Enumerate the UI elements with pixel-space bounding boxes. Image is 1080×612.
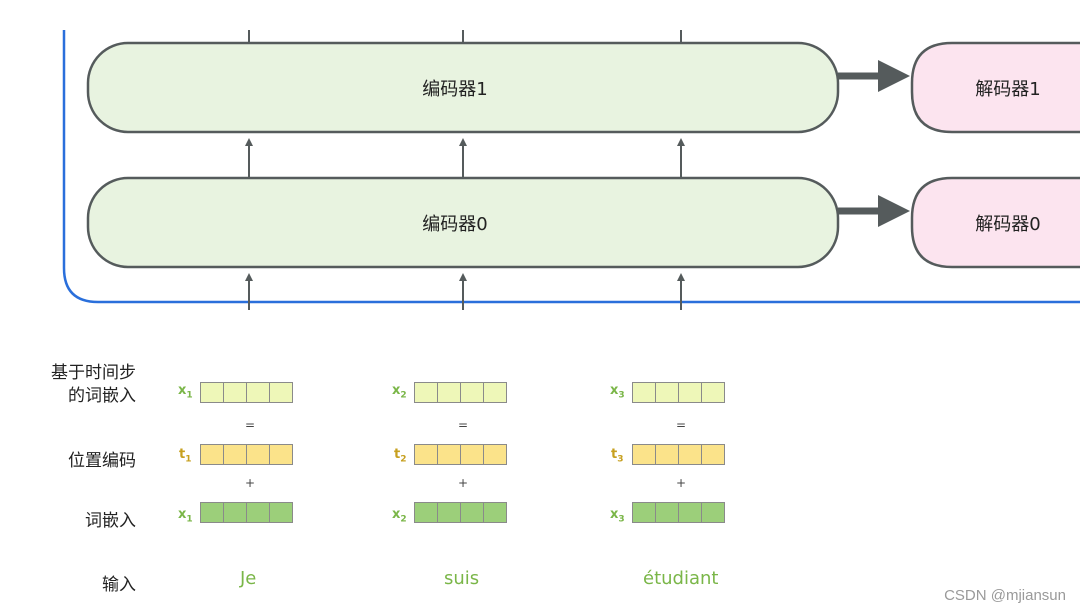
equals-sign-3: = (676, 418, 687, 432)
time-step-embedding-vector-3 (632, 382, 725, 403)
watermark: CSDN @mjiansun (944, 587, 1066, 604)
encoder-decoder-diagram: 编码器1 编码器0 解码器1 解码器0 (62, 30, 1080, 310)
input-word-2: suis (444, 568, 480, 589)
word-embedding-vector-2 (414, 502, 507, 523)
vector-label-x2-embedding: x2 (392, 383, 407, 401)
equals-sign-1: = (245, 418, 256, 432)
row-label-positional-encoding: 位置编码 (68, 451, 136, 471)
row-label-time-step-embedding-1: 基于时间步 (51, 363, 136, 383)
plus-sign-2: + (458, 476, 469, 490)
plus-sign-3: + (676, 476, 687, 490)
time-step-embedding-vector-1 (200, 382, 293, 403)
decoder-1-label: 解码器1 (975, 79, 1040, 100)
positional-encoding-vector-3 (632, 444, 725, 465)
equals-sign-2: = (458, 418, 469, 432)
input-word-1: Je (240, 568, 257, 589)
vector-label-t1: t1 (179, 447, 192, 465)
decoder-0-label: 解码器0 (975, 214, 1040, 235)
plus-sign-1: + (245, 476, 256, 490)
decoder-1-box (910, 41, 1080, 134)
arrow-enc1-to-dec1-head (878, 60, 910, 92)
word-embedding-vector-1 (200, 502, 293, 523)
encoder-1-label: 编码器1 (422, 79, 487, 100)
positional-encoding-vector-2 (414, 444, 507, 465)
vector-label-x3-word: x3 (610, 507, 625, 525)
row-label-time-step-embedding-2: 的词嵌入 (68, 386, 136, 406)
encoder-stack-frame (62, 30, 1080, 304)
row-label-input: 输入 (102, 575, 136, 595)
vector-label-t2: t2 (394, 447, 407, 465)
encoder-0-label: 编码器0 (422, 214, 487, 235)
input-word-3: étudiant (643, 568, 719, 589)
decoder-0-box (910, 176, 1080, 269)
vector-label-x1-embedding: x1 (178, 383, 193, 401)
vector-label-x3-embedding: x3 (610, 383, 625, 401)
row-label-word-embedding: 词嵌入 (85, 511, 136, 531)
vector-label-x1-word: x1 (178, 507, 193, 525)
word-embedding-vector-3 (632, 502, 725, 523)
encoder-1-box (86, 41, 840, 134)
arrow-enc0-to-dec0-head (878, 195, 910, 227)
positional-encoding-vector-1 (200, 444, 293, 465)
encoder-0-box (86, 176, 840, 269)
vector-label-x2-word: x2 (392, 507, 407, 525)
time-step-embedding-vector-2 (414, 382, 507, 403)
vector-label-t3: t3 (611, 447, 624, 465)
